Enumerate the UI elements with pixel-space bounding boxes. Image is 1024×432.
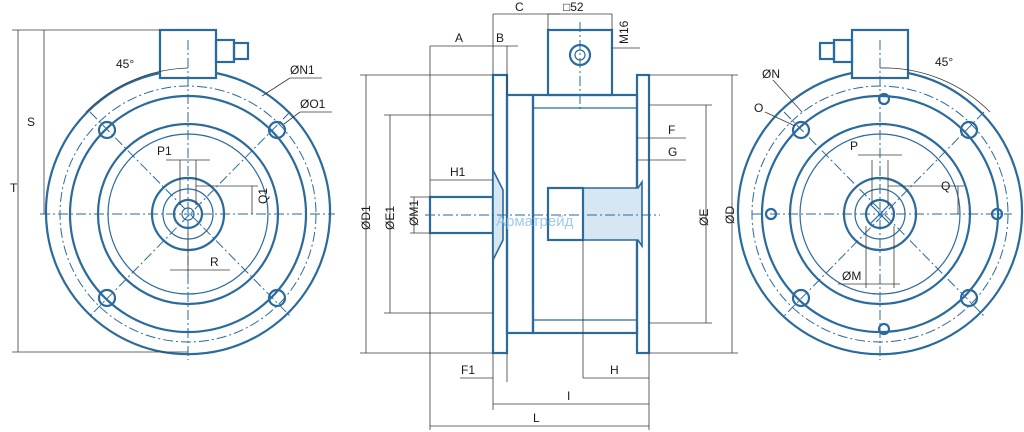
left-diagonal-centerline: [89, 111, 291, 317]
o1-label: ØO1: [300, 97, 326, 111]
g-label: G: [668, 145, 677, 159]
n1-label: ØN1: [290, 63, 315, 77]
m-label: ØM: [842, 269, 861, 283]
watermark: Арматрейд: [496, 213, 574, 230]
rear-shaft-bore: [546, 186, 585, 242]
right-angle-label: 45°: [935, 55, 953, 69]
a-label: A: [455, 31, 463, 45]
d-label: ØD: [723, 206, 737, 224]
n-leader: [772, 79, 803, 113]
r-label: R: [210, 255, 219, 269]
h-label: H: [610, 363, 619, 377]
left-cable-gland: [214, 38, 236, 64]
p-label: P: [850, 139, 858, 153]
right-cable-gland-nut: [818, 41, 836, 61]
right-center-mark: [869, 203, 891, 225]
e-label: ØE: [697, 209, 711, 226]
p1-label: P1: [157, 144, 172, 158]
left-bolt-hole: [97, 288, 117, 308]
left-bolt-hole: [267, 288, 287, 308]
o-leader: [764, 111, 796, 127]
m1-label: ØM1: [407, 200, 421, 226]
o1-leader: [283, 111, 301, 125]
left-angle-arc: [85, 67, 189, 113]
b-label: B: [496, 31, 504, 45]
s-label: S: [27, 115, 35, 129]
t-label: T: [10, 181, 18, 195]
q1-label: Q1: [256, 188, 270, 204]
right-small-hole: [877, 92, 891, 106]
e1-label: ØE1: [383, 206, 397, 230]
right-bolt-hole: [791, 288, 811, 308]
left-angle-label: 45°: [116, 57, 134, 71]
i-label: I: [567, 389, 570, 403]
h1-label: H1: [450, 165, 466, 179]
d1-label: ØD1: [359, 205, 373, 230]
right-bolt-hole: [791, 120, 811, 140]
q-label: Q: [941, 179, 950, 193]
left-bolt-hole: [97, 120, 117, 140]
left-diagonal-centerline: [89, 111, 291, 317]
f1-label: F1: [461, 363, 475, 377]
right-angle-arc: [879, 67, 991, 113]
square-label: □52: [563, 0, 584, 14]
right-small-hole: [877, 322, 891, 336]
right-bolt-hole: [959, 120, 979, 140]
rear-coupling: [582, 179, 643, 249]
n1-leader: [261, 77, 291, 97]
m16-label: M16: [617, 20, 631, 44]
right-diagonal-centerline: [783, 111, 985, 317]
f-label: F: [668, 123, 675, 137]
left-view: T S 45° ØN1 ØO1 P1 Q1 R: [10, 28, 335, 360]
right-diagonal-centerline: [783, 111, 985, 317]
right-cable-gland: [832, 38, 854, 64]
right-view: 45° ØN O P Q ØM: [736, 28, 1024, 360]
right-bolt-hole: [959, 288, 979, 308]
side-view: C □52 M16 A B ØD1 ØE1 ØM1 H1 F G: [359, 0, 738, 430]
left-bolt-hole: [267, 120, 287, 140]
n-label: ØN: [762, 67, 780, 81]
o-label: O: [754, 101, 763, 115]
c-label: C: [515, 0, 524, 14]
l-label: L: [533, 411, 540, 425]
left-cable-gland-nut: [232, 41, 250, 61]
